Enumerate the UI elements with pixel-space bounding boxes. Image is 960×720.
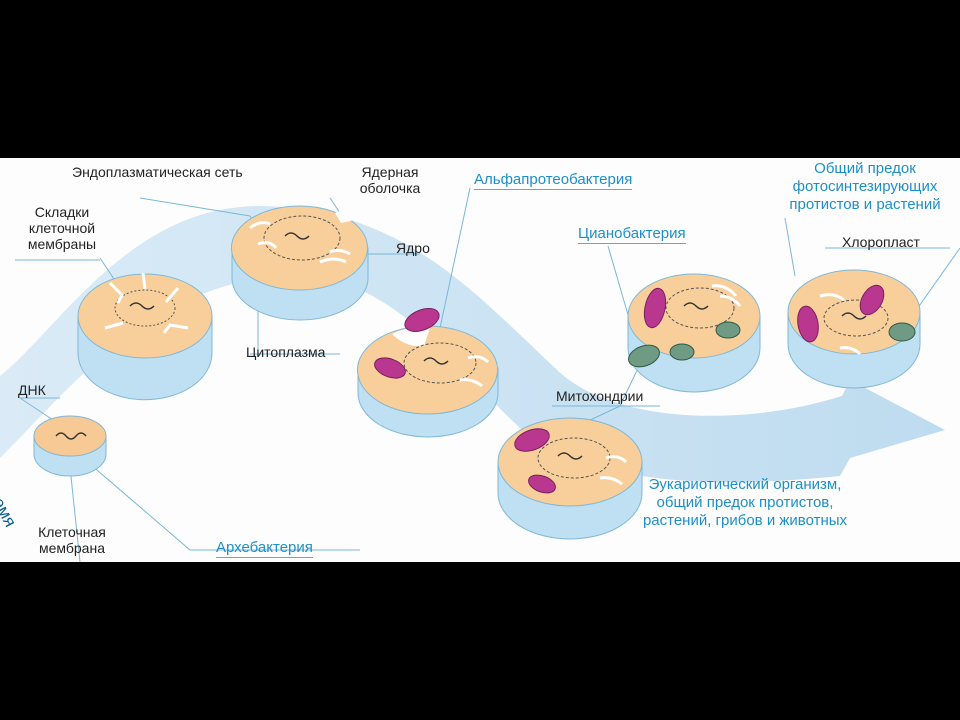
label-nucleus: Ядро [396,240,430,256]
chloroplast [669,343,695,361]
label-alphaproteobacterium: Альфапротеобактерия [474,171,633,190]
mitochondrion [643,287,667,329]
dna-mark [55,432,87,440]
diagram-canvas [0,187,960,562]
mitochondrion [374,357,406,379]
label-plant-ancestor: Общий предок фотосинтезирующих протистов… [789,160,941,213]
label-cell-membrane: Клеточная мембрана [38,524,106,556]
label-membrane-folds: Складки клеточной мембраны [27,204,97,252]
label-dna: ДНК [18,382,46,398]
label-mitochondria: Митохондрии [556,388,644,404]
cell-cyano-engulf [627,273,761,393]
chloroplast [715,321,741,339]
cell-archaebacterium [33,415,107,477]
label-archaebacterium: Архебактерия [216,539,313,558]
chloroplast [888,322,916,342]
label-chloroplast: Хлоропласт [842,234,920,250]
mitochondrion [859,284,885,316]
mitochondrion [514,428,550,452]
label-eukaryote: Эукариотический организм, общий предок п… [642,476,848,529]
chloroplast [628,344,660,368]
cell-nucleus [231,205,369,321]
mitochondrion [404,308,440,332]
label-nuclear-envelope: Ядерная оболочка [359,164,421,196]
mitochondrion [528,474,556,494]
cell-membrane-folds [77,272,213,401]
label-cytoplasm: Цитоплазма [246,344,326,360]
cell-eukaryote [497,417,643,540]
cell-plant-ancestor [787,269,921,389]
label-er-text: Эндоплазматическая сеть [72,164,243,180]
cell-alpha-engulf [357,308,499,438]
mitochondrion [797,305,819,343]
label-cyanobacterium: Цианобактерия [578,225,686,244]
diagram-panel: Эндоплазматическая сеть Ядерная оболочка… [0,158,960,562]
